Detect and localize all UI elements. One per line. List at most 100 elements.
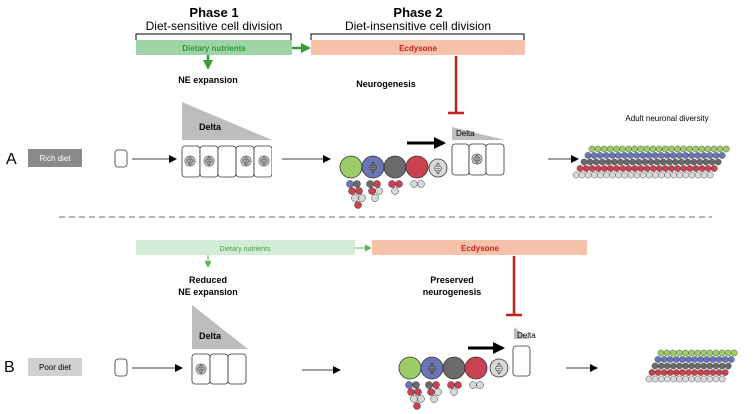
adult-neuron-dot (691, 369, 699, 376)
phase2-subtitle: Diet-insensitive cell division (345, 19, 491, 33)
adult-neuron-dot (625, 145, 632, 153)
adult-neuron-dot (698, 165, 706, 172)
adult-neuron-dot (684, 158, 692, 166)
phase2-title: Phase 2 (393, 5, 442, 20)
adult-neuron-dot (703, 369, 711, 376)
adult-neuron-dot (654, 356, 662, 363)
adult-neuron-grid-a (572, 145, 730, 179)
adult-neuron-dot (718, 349, 726, 357)
adult-neuron-dot (721, 369, 729, 376)
adult-neuron-dot (657, 362, 665, 370)
adult-neuron-dot (639, 171, 647, 179)
ne-remaining-a (451, 143, 505, 176)
phase2-bracket (310, 33, 525, 40)
adult-neuron-dot (708, 158, 716, 166)
diet-poor-label: Poor diet (39, 363, 72, 372)
ecdysone-bar-rich (311, 40, 525, 55)
neuroblast-cluster-a (339, 155, 448, 209)
adult-neuron-dot (706, 171, 714, 179)
adult-neuron-dot (660, 356, 668, 363)
neurogenesis-label: Neurogenesis (356, 79, 416, 89)
adult-neuron-dot (679, 369, 686, 376)
adult-neuron-dot (613, 145, 620, 153)
preserved-neurogenesis-label: neurogenesis (423, 287, 482, 297)
adult-neuron-dot (609, 171, 616, 179)
adult-neuron-dot (664, 152, 671, 159)
nutrients-label-rich: Dietary nutrients (182, 44, 246, 53)
adult-neuron-dot (607, 145, 614, 153)
nutrients-bar-rich (136, 40, 292, 55)
adult-neuron-dot (655, 145, 663, 153)
delta-small-gradient-a (452, 127, 505, 140)
adult-neuron-dot (590, 152, 598, 159)
adult-neuron-dot (643, 145, 651, 153)
adult-neuron-dot (697, 356, 705, 363)
adult-neuron-dot (706, 152, 714, 159)
adult-neuron-dot (572, 171, 580, 179)
adult-neuron-dot (686, 145, 693, 153)
adult-neuron-dot (627, 152, 635, 159)
diet-rich-box (28, 149, 82, 167)
ecdysone-bar-poor (372, 240, 587, 255)
adult-neuron-dot (685, 369, 692, 376)
adult-neuron-dot (576, 165, 584, 172)
ne-remaining-b (512, 345, 531, 377)
adult-neuron-dot (680, 165, 688, 172)
adult-neuron-dot (592, 158, 600, 166)
adult-neuron-dot (645, 171, 653, 179)
adult-neuron-dot (586, 158, 594, 166)
adult-neuron-dot (686, 165, 694, 172)
adult-neuron-dot (662, 165, 669, 172)
adult-neuron-dot (700, 152, 708, 159)
adult-neuron-dot (727, 356, 735, 363)
adult-neuron-dot (669, 349, 677, 357)
adult-neuron-dot (685, 356, 692, 363)
adult-neuron-dot (657, 375, 665, 383)
adult-neuron-dot (676, 152, 683, 159)
nutrients-bar-poor (136, 240, 355, 255)
adult-neuron-dot (639, 152, 647, 159)
adult-neuron-dot (651, 152, 659, 159)
adult-neuron-dot (694, 375, 702, 383)
adult-neuron-dot (660, 158, 667, 166)
delta-big-label-b: Delta (199, 331, 222, 341)
preserved-label: Preserved (430, 275, 474, 285)
adult-neuron-dot (682, 375, 689, 383)
adult-neuron-dot (615, 152, 622, 159)
adult-neuron-dot (643, 165, 651, 172)
adult-neuron-dot (600, 145, 608, 153)
adult-neuron-dot (615, 171, 623, 179)
adult-neuron-dot (676, 349, 683, 357)
adult-neuron-dot (597, 171, 604, 179)
adult-neuron-dot (660, 369, 668, 376)
adult-neuron-dot (694, 362, 702, 370)
adult-neuron-dot (715, 356, 723, 363)
delta-small-gradient-b (514, 327, 530, 339)
adult-neuron-dot (637, 165, 645, 172)
adult-neuron-dot (667, 369, 674, 376)
adult-neuron-dot (637, 145, 645, 153)
adult-neuron-dot (678, 158, 685, 166)
adult-neuron-dot (712, 152, 720, 159)
adult-neuron-dot (666, 158, 673, 166)
adult-neuron-dot (649, 145, 657, 153)
adult-neuron-dot (619, 165, 627, 172)
phase1-title: Phase 1 (189, 5, 238, 20)
adult-neuron-dot (676, 362, 683, 370)
adult-neuron-dot (688, 171, 696, 179)
adult-neuron-dot (584, 171, 592, 179)
adult-neuron-dot (607, 165, 614, 172)
adult-neuron-dot (599, 158, 606, 166)
adult-neuron-dot (588, 145, 596, 153)
adult-neuron-dot (631, 145, 639, 153)
adult-neuron-dot (676, 375, 683, 383)
panel-a-letter: A (6, 151, 17, 168)
nutrients-label-poor: Dietary nutrients (220, 246, 271, 253)
adult-neuron-dot (712, 349, 720, 357)
adult-neuron-dot (601, 165, 608, 172)
adult-neuron-dot (645, 375, 653, 383)
adult-neuron-dot (676, 171, 684, 179)
reduced-ne-expansion-label: NE expansion (178, 287, 238, 297)
adult-neuron-dot (691, 356, 698, 363)
adult-neuron-dot (694, 171, 702, 179)
